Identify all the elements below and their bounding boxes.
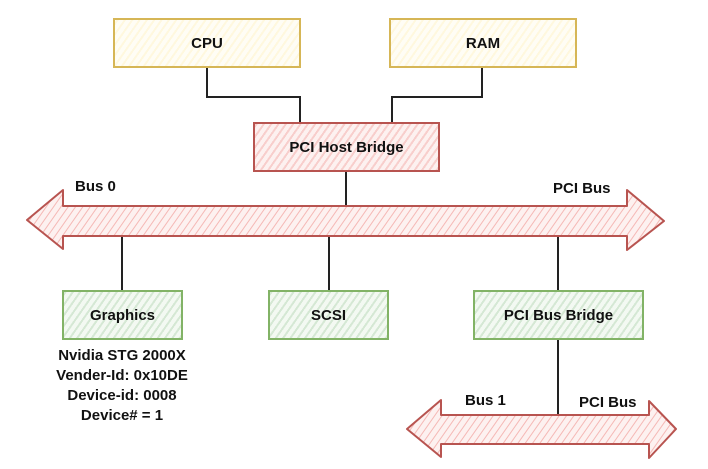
graphics-info: Nvidia STG 2000X Vender-Id: 0x10DE Devic…	[36, 346, 208, 426]
bus0-label: Bus 0	[75, 178, 116, 195]
ram-connector	[391, 68, 483, 122]
graphics-info-line: Device# = 1	[80, 407, 164, 424]
bus1-arrow	[406, 399, 677, 459]
bus0-type-label: PCI Bus	[553, 180, 611, 197]
graphics-info-line: Vender-Id: 0x10DE	[56, 367, 188, 384]
ram-node[interactable]: RAM	[389, 18, 577, 68]
bus1-label: Bus 1	[465, 392, 506, 409]
graphics-node[interactable]: Graphics	[62, 290, 183, 340]
cpu-connector	[206, 68, 301, 122]
pci-host-bridge-node[interactable]: PCI Host Bridge	[253, 122, 440, 172]
scsi-node[interactable]: SCSI	[268, 290, 389, 340]
cpu-node[interactable]: CPU	[113, 18, 301, 68]
pci-bus-bridge-node[interactable]: PCI Bus Bridge	[473, 290, 644, 340]
graphics-info-line: Nvidia STG 2000X	[58, 347, 186, 364]
bus1-type-label: PCI Bus	[579, 394, 637, 411]
graphics-info-line: Device-id: 0008	[67, 387, 177, 404]
bus0-arrow	[26, 189, 665, 251]
